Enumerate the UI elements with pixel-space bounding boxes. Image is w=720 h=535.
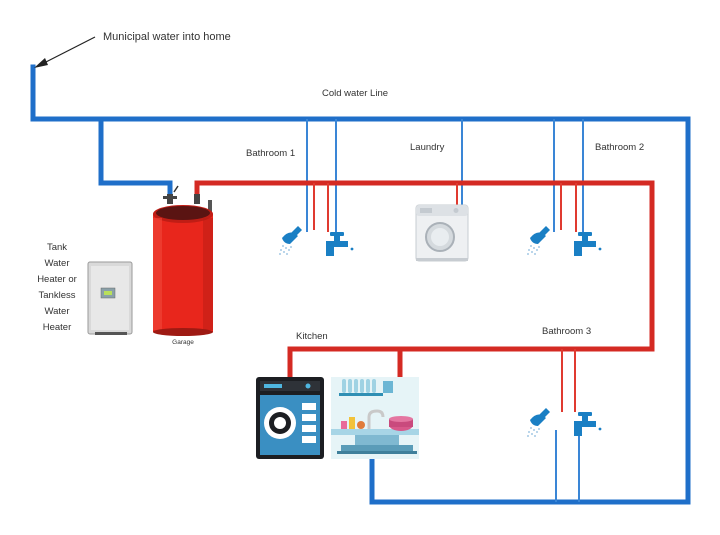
cold-feed-to-heater bbox=[98, 116, 173, 200]
faucet-icon bbox=[574, 412, 602, 436]
dishwasher-icon bbox=[256, 377, 324, 459]
bathroom-2-label: Bathroom 2 bbox=[595, 142, 644, 153]
bathroom-1-label: Bathroom 1 bbox=[246, 148, 295, 159]
heater-label-line: Heater or bbox=[37, 274, 77, 285]
washing-machine-icon bbox=[415, 204, 469, 262]
shower-head-icon bbox=[279, 226, 302, 255]
heater-label-line: Heater bbox=[43, 322, 72, 333]
heater-label-line: Tank bbox=[47, 242, 67, 253]
tankless-heater-icon bbox=[87, 261, 133, 335]
faucet-icon bbox=[574, 232, 602, 256]
bathroom-3-label: Bathroom 3 bbox=[542, 326, 591, 337]
water-tank-icon bbox=[153, 185, 213, 336]
heater-label-line: Tankless bbox=[39, 290, 76, 301]
hot-water-main-line bbox=[194, 180, 655, 381]
arrow-icon bbox=[34, 36, 96, 68]
cold-water-line-label: Cold water Line bbox=[322, 88, 388, 99]
heater-label-line: Water bbox=[45, 306, 70, 317]
faucet-icon bbox=[326, 232, 354, 256]
shower-head-icon bbox=[527, 408, 550, 437]
shower-head-icon bbox=[527, 226, 550, 255]
cold-water-main-line bbox=[30, 64, 691, 505]
kitchen-label: Kitchen bbox=[296, 331, 328, 342]
heater-description: Tank Water Heater or Tankless Water Heat… bbox=[37, 242, 77, 333]
municipal-water-label: Municipal water into home bbox=[103, 31, 231, 43]
heater-label-line: Water bbox=[45, 258, 70, 269]
hot-water-pipes bbox=[194, 180, 655, 412]
garage-label: Garage bbox=[172, 339, 194, 346]
cold-water-pipes bbox=[30, 64, 691, 505]
kitchen-sink-icon bbox=[331, 377, 419, 459]
laundry-label: Laundry bbox=[410, 142, 445, 153]
